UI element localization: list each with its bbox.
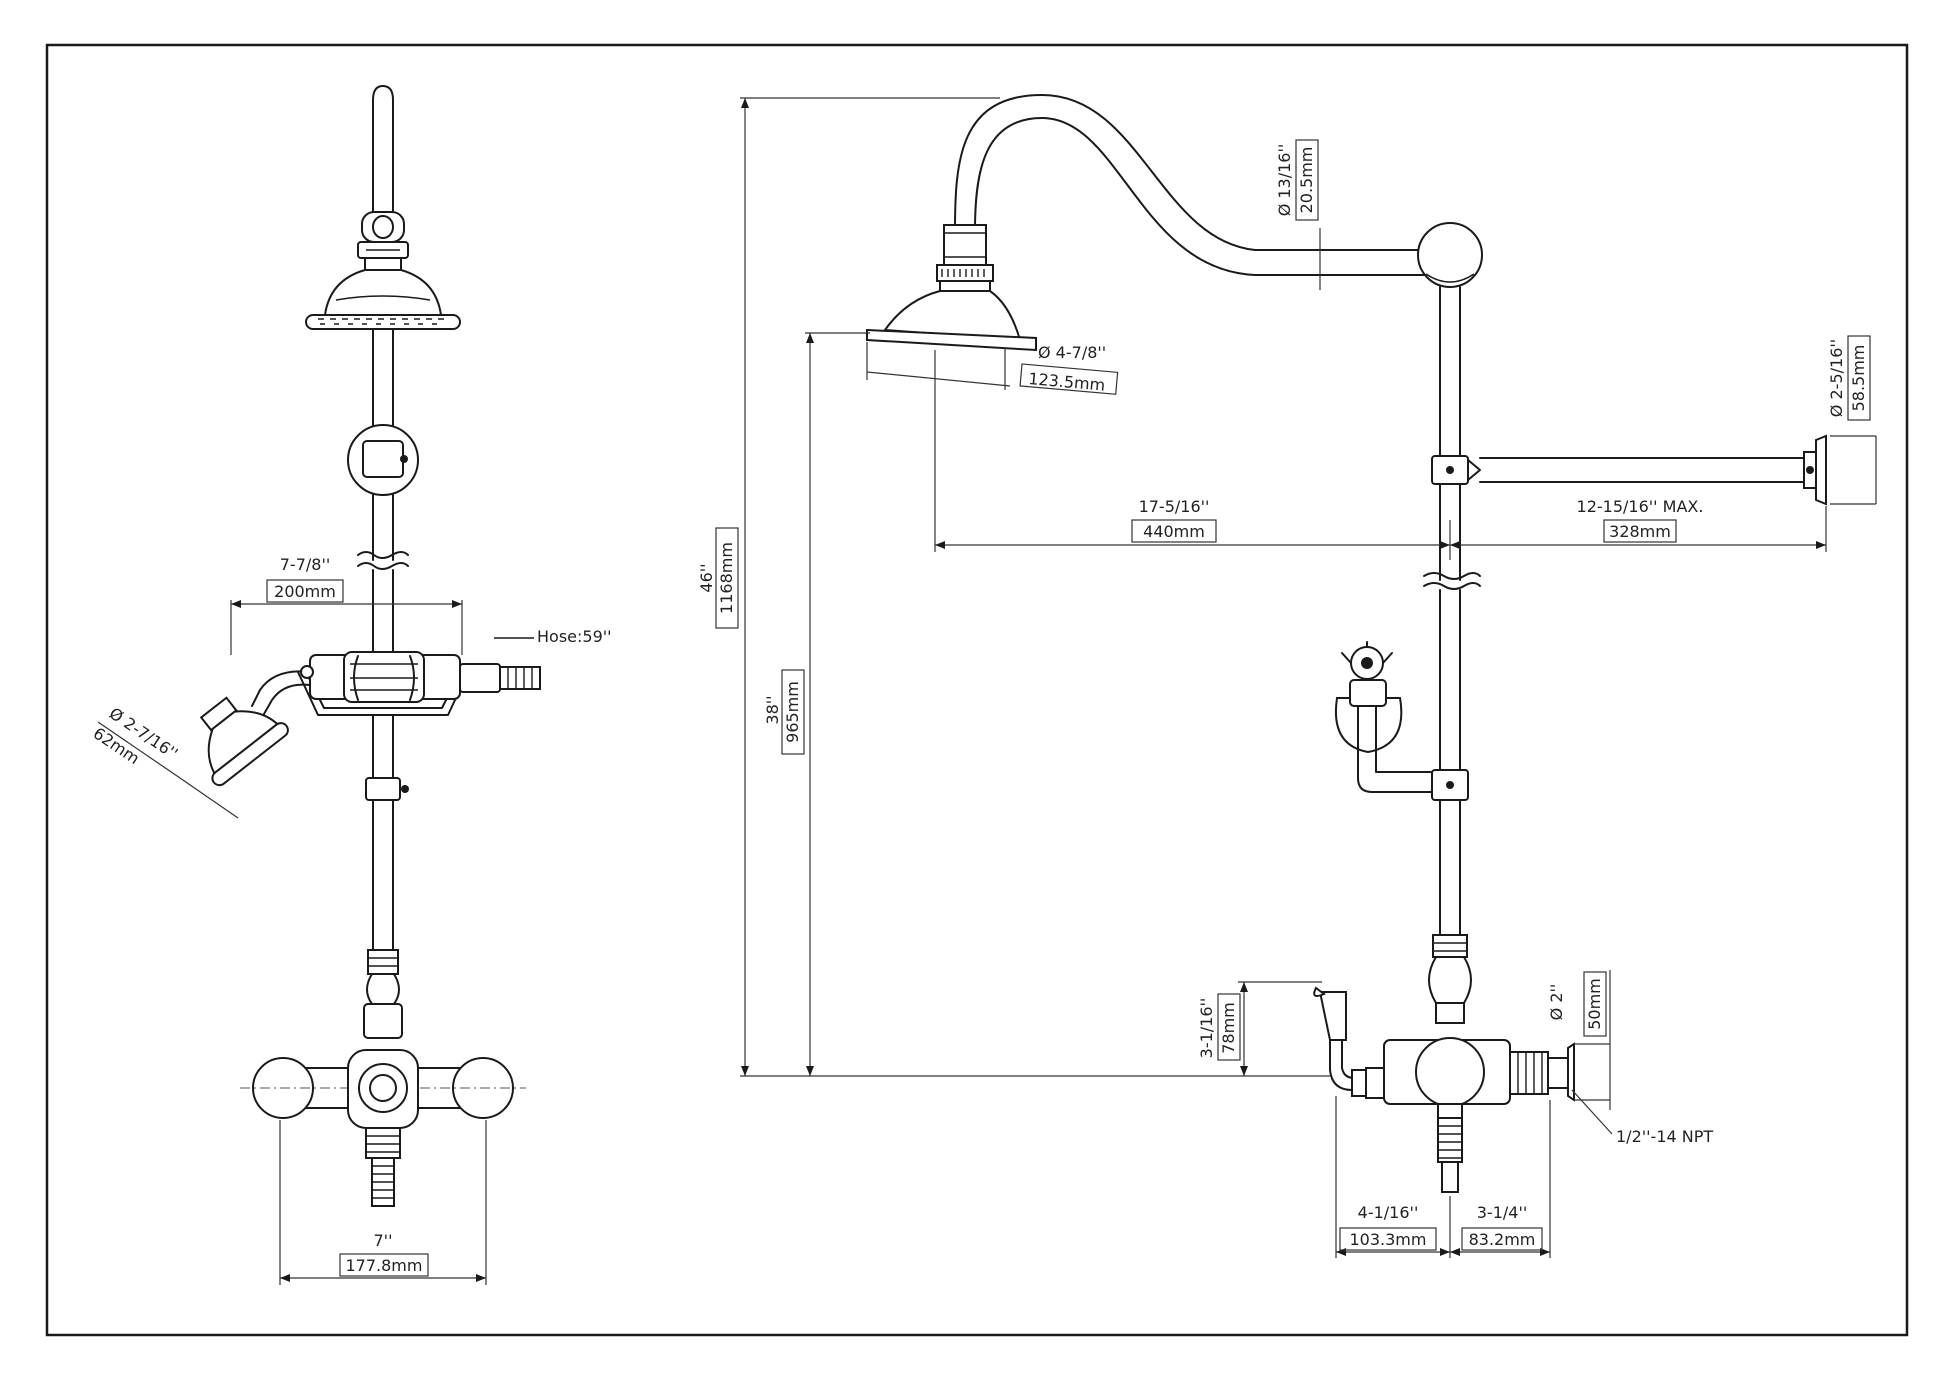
dim-head-dia-mm: 123.5mm — [1028, 369, 1106, 395]
sheet-border — [45, 43, 1909, 1337]
dim-head-height-in: 38'' — [763, 695, 782, 724]
dim-wall-max-mm: 328mm — [1609, 522, 1671, 541]
dim-handle-height-mm: 78mm — [1219, 1002, 1238, 1054]
dim-flange-dia-mm: 58.5mm — [1849, 345, 1868, 412]
dim-thread: 1/2''-14 NPT — [1616, 1127, 1713, 1146]
side-view — [866, 94, 1827, 1193]
dim-valve-centers-mm: 177.8mm — [346, 1256, 423, 1275]
dim-inlet-dia-mm: 50mm — [1585, 978, 1604, 1030]
dim-reach-in: 17-5/16'' — [1139, 497, 1210, 516]
dim-flange-dia-in: Ø 2-5/16'' — [1827, 339, 1846, 417]
side-dimensions: 46'' 1168mm 38'' 965mm Ø 13/16'' 20.5mm … — [697, 97, 1877, 1258]
dim-spray-span-in: 7-7/8'' — [280, 555, 331, 574]
dim-arm-dia-in: Ø 13/16'' — [1275, 144, 1294, 217]
dim-inlet-dia-in: Ø 2'' — [1547, 984, 1566, 1021]
dim-valve-centers-in: 7'' — [374, 1231, 393, 1250]
dim-reach-mm: 440mm — [1143, 522, 1205, 541]
dim-hose: Hose:59'' — [537, 627, 612, 646]
dim-inlet-depth-mm: 83.2mm — [1469, 1230, 1536, 1249]
dim-overall-height-mm: 1168mm — [717, 542, 736, 614]
dim-arm-dia-mm: 20.5mm — [1297, 147, 1316, 214]
dim-inlet-depth-in: 3-1/4'' — [1477, 1203, 1528, 1222]
dim-overall-height-in: 46'' — [697, 563, 716, 592]
dim-head-height-mm: 965mm — [783, 681, 802, 743]
dim-head-dia-in: Ø 4-7/8'' — [1038, 343, 1106, 362]
dim-wall-max-in: 12-15/16'' MAX. — [1577, 497, 1704, 516]
dim-valve-depth-in: 4-1/16'' — [1358, 1203, 1419, 1222]
front-view — [199, 85, 541, 1207]
dim-handle-height-in: 3-1/16'' — [1197, 998, 1216, 1059]
dim-valve-depth-mm: 103.3mm — [1350, 1230, 1427, 1249]
dim-spray-span-mm: 200mm — [274, 582, 336, 601]
